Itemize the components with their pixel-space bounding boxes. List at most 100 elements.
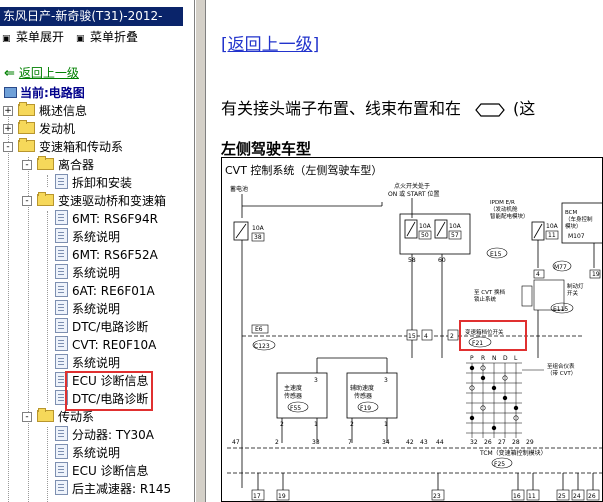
tree-item-transfer[interactable]: 分动器: TY30A bbox=[55, 426, 154, 444]
document-icon bbox=[55, 462, 68, 477]
range-switch-highlight bbox=[459, 320, 527, 351]
collapse-toggle-icon[interactable]: - bbox=[22, 412, 32, 422]
back-link[interactable]: [返回上一级] bbox=[221, 35, 320, 55]
bottom-pin-11: 11 bbox=[528, 493, 536, 500]
section-title: 左侧驾驶车型 bbox=[221, 140, 312, 158]
document-icon bbox=[55, 264, 68, 279]
bottom-pin-16: 16 bbox=[513, 493, 521, 500]
tree-item-system-desc[interactable]: 系统说明 bbox=[55, 354, 120, 372]
collapse-all-button[interactable]: ▣菜单折叠 bbox=[76, 30, 139, 44]
tcm-pin-28: 28 bbox=[512, 439, 520, 446]
fuse2-rating: 10A bbox=[419, 223, 432, 230]
e6-connector: E6 bbox=[255, 326, 263, 333]
document-icon bbox=[55, 282, 68, 297]
tree-item-dtc[interactable]: DTC/电路诊断 bbox=[55, 318, 148, 336]
pri-sensor-connector: F55 bbox=[290, 405, 301, 412]
tree-item-driveline[interactable]: 传动系 bbox=[37, 408, 94, 426]
tcm-pin-32: 32 bbox=[470, 439, 478, 446]
fuse4-rating: 10A bbox=[546, 223, 559, 230]
bcm-label-3: 模块） bbox=[565, 222, 582, 230]
expand-all-button[interactable]: ▣菜单展开 bbox=[2, 30, 65, 44]
collapse-toggle-icon[interactable]: - bbox=[3, 142, 13, 152]
range-switch-connector: F21 bbox=[472, 340, 483, 347]
brake-switch-label-1: 制动灯 bbox=[567, 282, 584, 290]
ipdm-label-3: 智能配电模块） bbox=[490, 212, 529, 220]
document-icon bbox=[55, 426, 68, 441]
current-location: 当前:电路图 bbox=[4, 84, 85, 101]
tcm-pin-27: 27 bbox=[498, 439, 506, 446]
bcm-connector: M107 bbox=[568, 233, 585, 240]
shift-lock-label-2: 锁止系统 bbox=[474, 295, 497, 303]
frame-splitter[interactable] bbox=[194, 0, 206, 502]
brake-switch-label-2: 开关 bbox=[567, 289, 579, 297]
tree-item-clutch[interactable]: 离合器 bbox=[37, 156, 94, 174]
tree-item-engine[interactable]: 发动机 bbox=[18, 120, 75, 138]
tree-item-6mt-52a[interactable]: 6MT: RS6F52A bbox=[55, 246, 158, 264]
folder-open-icon bbox=[37, 156, 54, 170]
folder-icon bbox=[18, 120, 35, 134]
sec-sensor-connector: F19 bbox=[360, 405, 371, 412]
pri-sensor-label-2: 传感器 bbox=[284, 392, 302, 400]
tree-item-6mt-94r[interactable]: 6MT: RS6F94R bbox=[55, 210, 158, 228]
tree-item-rear-diff[interactable]: 后主减速器: R145 bbox=[55, 480, 171, 498]
expand-toggle-icon[interactable]: + bbox=[3, 124, 13, 134]
pin-3: 3 bbox=[314, 377, 318, 384]
tree-item-transaxle[interactable]: 变速驱动桥和变速箱 bbox=[37, 192, 166, 210]
tree-item-transmission[interactable]: 变速箱和传动系 bbox=[18, 138, 123, 156]
tree-item-system-desc[interactable]: 系统说明 bbox=[55, 300, 120, 318]
computer-icon bbox=[4, 87, 17, 98]
document-icon bbox=[55, 318, 68, 333]
tcm-pin-7: 7 bbox=[348, 439, 352, 446]
ignition-label-1: 点火开关处于 bbox=[394, 182, 430, 190]
range-switch-label: 变速箱档位开关 bbox=[465, 328, 504, 336]
pri-sensor-label-1: 主速度 bbox=[284, 384, 302, 392]
tree-item-ecu-diag[interactable]: ECU 诊断信息 bbox=[55, 372, 149, 390]
tree-item-system-desc[interactable]: 系统说明 bbox=[55, 264, 120, 282]
fuse4-number: 11 bbox=[548, 232, 556, 239]
wiring-diagram-svg: CVT 控制系统（左侧驾驶车型） 蓄电池 点火开关处于 ON 或 START 位… bbox=[225, 163, 602, 501]
pin-4: 4 bbox=[536, 271, 540, 278]
tree-item-dtc[interactable]: DTC/电路诊断 bbox=[55, 390, 148, 408]
ipdm-label-1: IPDM E/R bbox=[490, 200, 515, 206]
tree-item-overview[interactable]: 概述信息 bbox=[18, 102, 87, 120]
diagram-title: CVT 控制系统（左侧驾驶车型） bbox=[225, 163, 382, 177]
fuse3-number: 57 bbox=[451, 232, 459, 239]
tree-panel: 东风日产-新奇骏(T31)-2012- ▣菜单展开 ▣菜单折叠 ⇐返回上一级 当… bbox=[0, 0, 195, 502]
folder-icon bbox=[18, 102, 35, 116]
prnd-p: P bbox=[470, 355, 474, 362]
folder-open-icon bbox=[37, 192, 54, 206]
tree-item-removal[interactable]: 拆卸和安装 bbox=[55, 174, 132, 192]
tree-item-cvt[interactable]: CVT: RE0F10A bbox=[55, 336, 156, 354]
back-link[interactable]: ⇐返回上一级 bbox=[4, 66, 79, 81]
tree-item-6at[interactable]: 6AT: RE6F01A bbox=[55, 282, 155, 300]
bottom-pin-23: 23 bbox=[433, 493, 441, 500]
tree-item-system-desc[interactable]: 系统说明 bbox=[55, 228, 120, 246]
pin-1: 1 bbox=[314, 421, 318, 428]
tree-item-system-desc[interactable]: 系统说明 bbox=[55, 444, 120, 462]
tcm-pin-29: 29 bbox=[526, 439, 534, 446]
bottom-pin-26: 26 bbox=[588, 493, 596, 500]
document-icon bbox=[55, 480, 68, 495]
c123-connector: C123 bbox=[254, 343, 270, 350]
fuse3-rating: 10A bbox=[449, 223, 462, 230]
expand-toggle-icon[interactable]: + bbox=[3, 106, 13, 116]
shift-lock-label-1: 至 CVT 换档 bbox=[474, 288, 505, 296]
tcm-label: TCM（变速箱控制模块） bbox=[479, 449, 547, 457]
prnd-d: D bbox=[503, 355, 508, 362]
prnd-r: R bbox=[481, 355, 485, 362]
combimeter-label-1: 至组合仪表 bbox=[547, 362, 575, 370]
bottom-pin-25: 25 bbox=[558, 493, 566, 500]
bottom-pin-19: 19 bbox=[278, 493, 286, 500]
tcm-pin-2: 2 bbox=[275, 439, 279, 446]
fuse1-number: 38 bbox=[254, 234, 262, 241]
brake-connector: E115 bbox=[553, 306, 568, 313]
m77-connector: M77 bbox=[554, 264, 567, 271]
combimeter-label-2: （带 CVT） bbox=[547, 370, 576, 377]
tcm-connector: F25 bbox=[494, 461, 505, 468]
tree-item-ecu-diag[interactable]: ECU 诊断信息 bbox=[55, 462, 149, 480]
pin-1b: 1 bbox=[384, 421, 388, 428]
collapse-toggle-icon[interactable]: - bbox=[22, 160, 32, 170]
collapse-toggle-icon[interactable]: - bbox=[22, 196, 32, 206]
bcm-label-1: BCM bbox=[565, 210, 578, 216]
document-icon bbox=[55, 336, 68, 351]
